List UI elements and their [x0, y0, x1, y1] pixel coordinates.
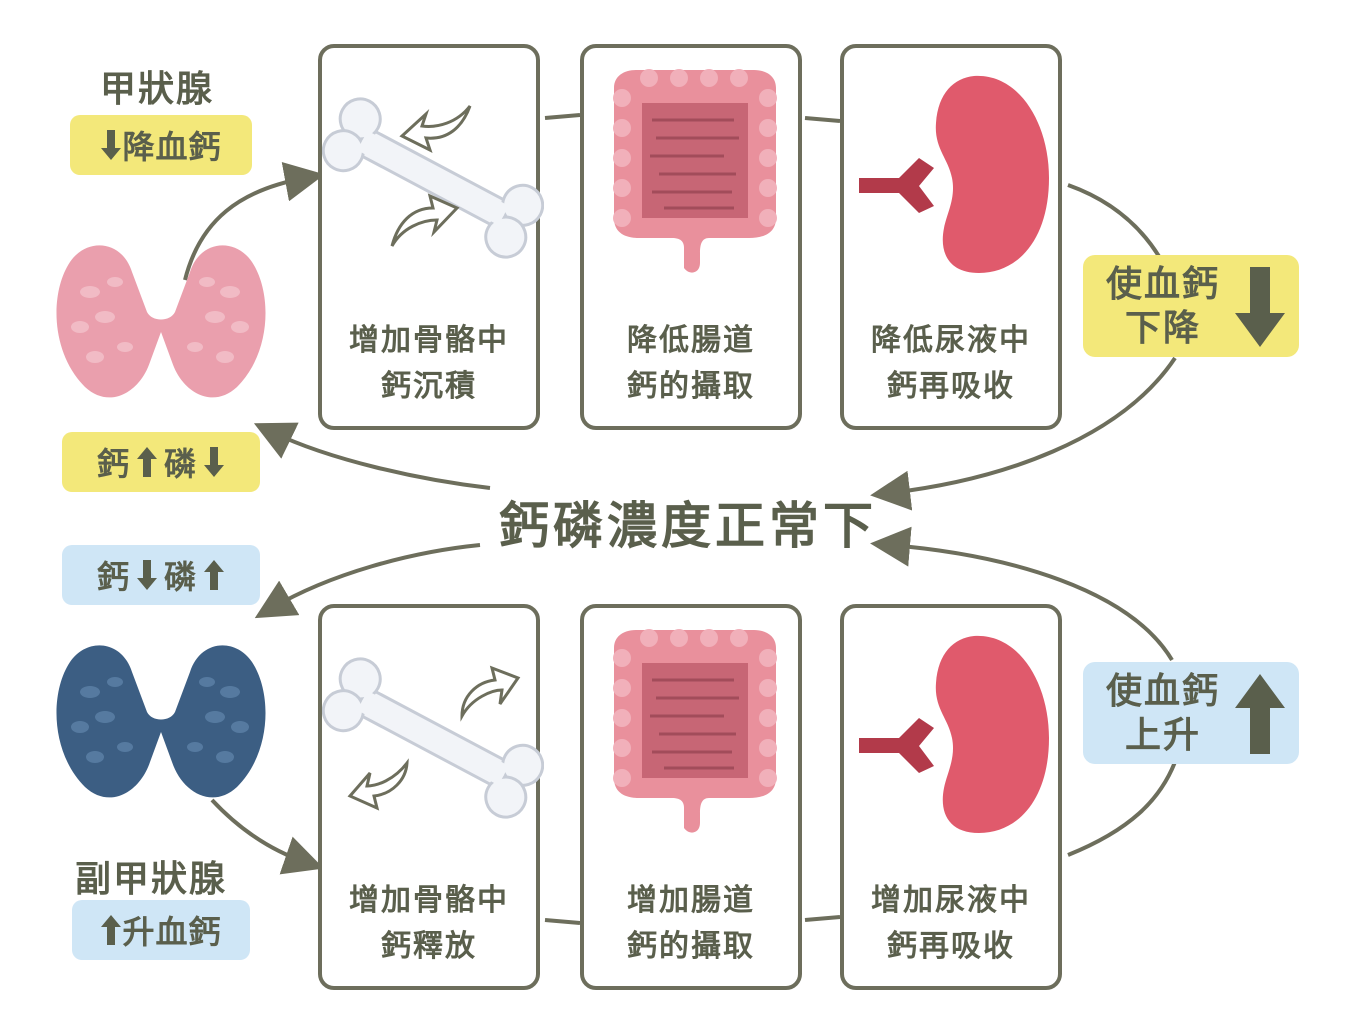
up-arrow-icon: [137, 447, 157, 477]
result-bottom-line1: 使血鈣: [1105, 671, 1220, 712]
parathyroid-icon: [56, 645, 266, 798]
card-top-bone-line1: 增加骨骼中: [349, 323, 509, 358]
parathyroid-effect-label: 升血鈣: [122, 913, 222, 951]
connector-top-2: [804, 116, 841, 123]
down-arrow-icon: [137, 560, 157, 590]
bone-icon: [322, 657, 544, 819]
card-bottom-kidney-line1: 增加尿液中: [871, 883, 1031, 918]
result-top-box: 使血鈣 下降: [1083, 255, 1299, 357]
card-top-kidney-line2: 鈣再吸收: [887, 369, 1015, 404]
down-arrow-icon: [1235, 267, 1285, 347]
card-bottom-bone-line1: 增加骨骼中: [349, 883, 509, 918]
card-top-intestine-line2: 鈣的攝取: [627, 369, 755, 404]
card-bottom-bone: 增加骨骼中 鈣釋放: [318, 604, 544, 990]
card-top-intestine: 降低腸道 鈣的攝取: [580, 44, 802, 430]
result-bottom-line2: 上升: [1124, 715, 1201, 756]
center-title: 鈣磷濃度正常下: [499, 497, 877, 555]
parathyroid-summary-badge: 鈣 磷: [62, 545, 260, 605]
card-top-kidney-line1: 降低尿液中: [871, 323, 1031, 358]
parathyroid-title: 副甲狀腺: [75, 859, 228, 900]
up-arrow-icon: [1235, 674, 1285, 754]
card-bottom-kidney-line2: 鈣再吸收: [887, 929, 1015, 964]
arrow-parathyroid-to-bone: [210, 798, 324, 875]
up-arrow-icon: [204, 560, 225, 590]
parathyroid-phosphorus-label: 磷: [164, 558, 198, 596]
parathyroid-calcium-label: 鈣: [96, 558, 130, 596]
arrow-center-to-parathyroid: [254, 543, 481, 619]
connector-bottom-2: [804, 915, 841, 922]
arrow-result-to-center-top: [870, 356, 1177, 511]
card-bottom-intestine: 增加腸道 鈣的攝取: [580, 604, 802, 990]
card-bottom-intestine-line1: 增加腸道: [627, 883, 755, 918]
up-arrow-icon: [101, 915, 122, 945]
connector-kidney-result-top: [1067, 183, 1162, 260]
card-top-bone: 增加骨骼中 鈣沉積: [318, 44, 544, 430]
result-top-line1: 使血鈣: [1105, 264, 1220, 305]
thyroid-icon: [56, 245, 266, 398]
down-arrow-icon: [101, 130, 122, 160]
card-top-kidney: 降低尿液中 鈣再吸收: [840, 44, 1062, 430]
bone-icon: [322, 97, 544, 259]
thyroid-effect-badge: 降血鈣: [70, 115, 252, 175]
thyroid-calcium-label: 鈣: [96, 445, 130, 483]
thyroid-phosphorus-label: 磷: [164, 445, 198, 483]
arrow-result-to-center-bottom: [870, 526, 1174, 662]
connector-bottom-1: [544, 918, 581, 925]
card-top-bone-line2: 鈣沉積: [381, 369, 477, 404]
thyroid-title: 甲狀腺: [100, 69, 215, 110]
card-bottom-kidney: 增加尿液中 鈣再吸收: [840, 604, 1062, 990]
thyroid-summary-badge: 鈣 磷: [62, 432, 260, 492]
card-bottom-bone-line2: 鈣釋放: [381, 929, 477, 964]
kidney-icon: [859, 635, 1049, 833]
connector-kidney-result-bottom: [1067, 761, 1177, 857]
intestine-icon: [613, 629, 777, 833]
result-top-line2: 下降: [1124, 308, 1201, 349]
kidney-icon: [859, 75, 1049, 273]
arrow-thyroid-to-bone: [183, 161, 325, 281]
card-bottom-intestine-line2: 鈣的攝取: [627, 929, 755, 964]
connector-top-1: [544, 113, 581, 120]
parathyroid-effect-badge: 升血鈣: [72, 900, 250, 960]
intestine-icon: [613, 69, 777, 273]
down-arrow-icon: [204, 447, 225, 477]
card-top-intestine-line1: 降低腸道: [627, 323, 755, 358]
result-bottom-box: 使血鈣 上升: [1083, 662, 1299, 764]
arrow-center-to-thyroid: [253, 422, 491, 490]
thyroid-effect-label: 降血鈣: [122, 128, 222, 166]
